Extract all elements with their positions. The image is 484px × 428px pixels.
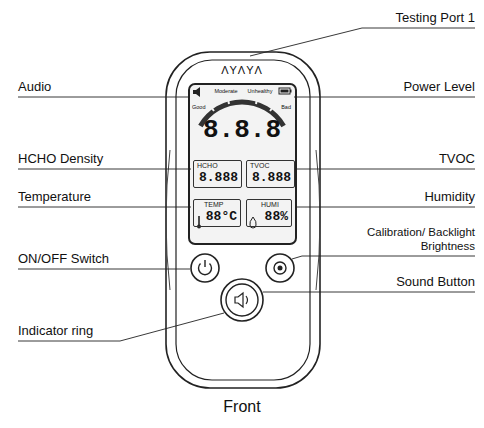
leader-line: [295, 169, 475, 170]
reading-box: HCHO8.888: [193, 160, 242, 188]
reading-display: 8.8.8: [203, 116, 281, 144]
callout-label: Audio: [18, 79, 51, 94]
reading-name: HUMI: [261, 201, 288, 209]
reading-value: 88%: [261, 209, 288, 224]
callout-label: TVOC: [439, 151, 475, 166]
indicator-ring: [221, 279, 263, 321]
battery-icon: [279, 88, 290, 94]
calibration-symbol: [274, 262, 286, 274]
reading-value: 88°C: [204, 209, 237, 224]
callout-label: ON/OFF Switch: [18, 251, 109, 266]
calibration-dot: [278, 266, 283, 271]
device-shell: [166, 52, 320, 388]
reading-box: HUMI88%: [246, 199, 292, 227]
leader-line: [250, 28, 475, 56]
battery-tip: [290, 90, 292, 93]
leader-line: [294, 97, 475, 98]
screen-text: Good: [192, 104, 205, 111]
figure-caption: Front: [223, 398, 260, 416]
leader-line: [18, 269, 190, 270]
reading-name: HCHO: [197, 162, 238, 170]
leader-line: [263, 292, 475, 293]
thermometer-icon: [198, 216, 200, 225]
reading-value: 8.888: [197, 170, 238, 185]
screen-text: Unhealthy: [248, 88, 273, 95]
lcd-screen: [189, 84, 296, 244]
leader-line: [18, 97, 190, 98]
leader-line: [292, 256, 475, 259]
callout-label: Humidity: [424, 189, 475, 204]
callout-label: Power Level: [403, 79, 475, 94]
reading-value: 8.888: [250, 170, 291, 185]
leader-lines: [18, 28, 475, 341]
screen-text: ΛYΛYΛ: [221, 64, 263, 76]
callout-label: Indicator ring: [18, 323, 93, 338]
calibration-button: [266, 254, 294, 282]
reading-name: TEMP: [204, 201, 237, 209]
reading-box: TEMP88°C: [193, 199, 241, 227]
sound-symbol: [235, 293, 248, 307]
callout-label: Temperature: [18, 189, 91, 204]
gauge-ticks: [211, 99, 273, 111]
leader-line: [18, 313, 224, 341]
reading-name: TVOC: [250, 162, 291, 170]
sound-button: [226, 284, 258, 316]
power-symbol: [199, 260, 212, 275]
callout-label: HCHO Density: [18, 151, 103, 166]
screen-text: Bad: [281, 104, 291, 111]
screen-text: Moderate: [214, 88, 237, 95]
leader-line: [18, 169, 191, 170]
leader-line: [18, 207, 191, 208]
reading-box: TVOC8.888: [246, 160, 295, 188]
audio-icon: [193, 87, 200, 97]
device-face: [176, 60, 310, 380]
power-button: [191, 254, 219, 282]
callout-label: Testing Port 1: [396, 10, 476, 25]
callout-label: Calibration/ Backlight Brightness: [359, 225, 475, 253]
battery-fill: [281, 90, 289, 93]
callout-label: Sound Button: [396, 274, 475, 289]
leader-line: [295, 207, 475, 208]
